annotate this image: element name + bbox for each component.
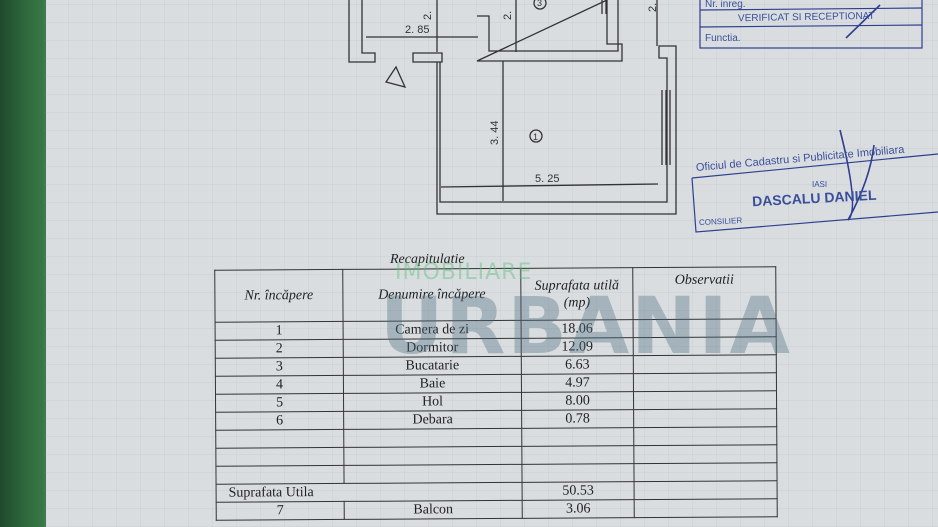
dimension-label: 5. 25 bbox=[535, 173, 559, 185]
dimension-label: 3. 44 bbox=[489, 121, 501, 145]
stamp-border bbox=[691, 153, 938, 233]
window bbox=[656, 0, 671, 165]
north-arrow-icon bbox=[384, 65, 407, 88]
table-caption: Recapitulatie bbox=[390, 252, 465, 267]
stamp-city: IASI bbox=[812, 180, 828, 189]
window-top bbox=[601, 0, 607, 14]
signature bbox=[839, 4, 881, 221]
room-marker bbox=[533, 0, 547, 10]
room-marker bbox=[529, 129, 543, 143]
room-name: Balcon bbox=[344, 500, 523, 520]
room-number: 7 bbox=[216, 501, 345, 521]
dimension-label: 2. bbox=[647, 3, 659, 12]
room-area: 3.06 bbox=[522, 499, 635, 519]
header-room-number: Nr. încăpere bbox=[214, 269, 344, 323]
room-area: 0.78 bbox=[521, 409, 634, 429]
dimension-label: 2. bbox=[422, 11, 434, 20]
dimension-label: 2. 85 bbox=[405, 24, 429, 36]
total-value: 50.53 bbox=[522, 481, 635, 501]
room-number: 3 bbox=[215, 357, 344, 377]
wall-room-1 bbox=[412, 45, 677, 215]
watermark-subtitle: IMOBILIARE bbox=[395, 260, 533, 285]
room-number: 5 bbox=[215, 393, 344, 413]
room-area: 4.97 bbox=[521, 373, 634, 393]
green-background-edge bbox=[0, 0, 46, 527]
room-number: 6 bbox=[215, 411, 344, 431]
stamp-border bbox=[699, 0, 923, 49]
wall-left bbox=[348, 0, 376, 63]
room-number: 3 bbox=[537, 0, 542, 8]
stamp-function: Functia. bbox=[705, 33, 741, 44]
room-name: Hol bbox=[343, 392, 522, 412]
room-number: 4 bbox=[215, 375, 344, 395]
document-page bbox=[44, 0, 938, 527]
stamp-registration: Nr. inreg. bbox=[705, 0, 746, 10]
wall-room-3 bbox=[476, 0, 623, 62]
room-name: Debara bbox=[343, 410, 522, 430]
room-number: 1 bbox=[533, 132, 538, 142]
room-number: 1 bbox=[215, 321, 344, 341]
total-label: Suprafata Utila bbox=[216, 482, 523, 503]
table-row: 7 Balcon 3.06 bbox=[216, 498, 778, 521]
room-area: 8.00 bbox=[521, 391, 634, 411]
dimension-label: 2. bbox=[502, 11, 514, 20]
room-name: Baie bbox=[343, 374, 522, 394]
room-number: 2 bbox=[215, 339, 344, 359]
dimension-line bbox=[440, 183, 659, 188]
watermark-logo: URBANIA bbox=[380, 282, 792, 372]
